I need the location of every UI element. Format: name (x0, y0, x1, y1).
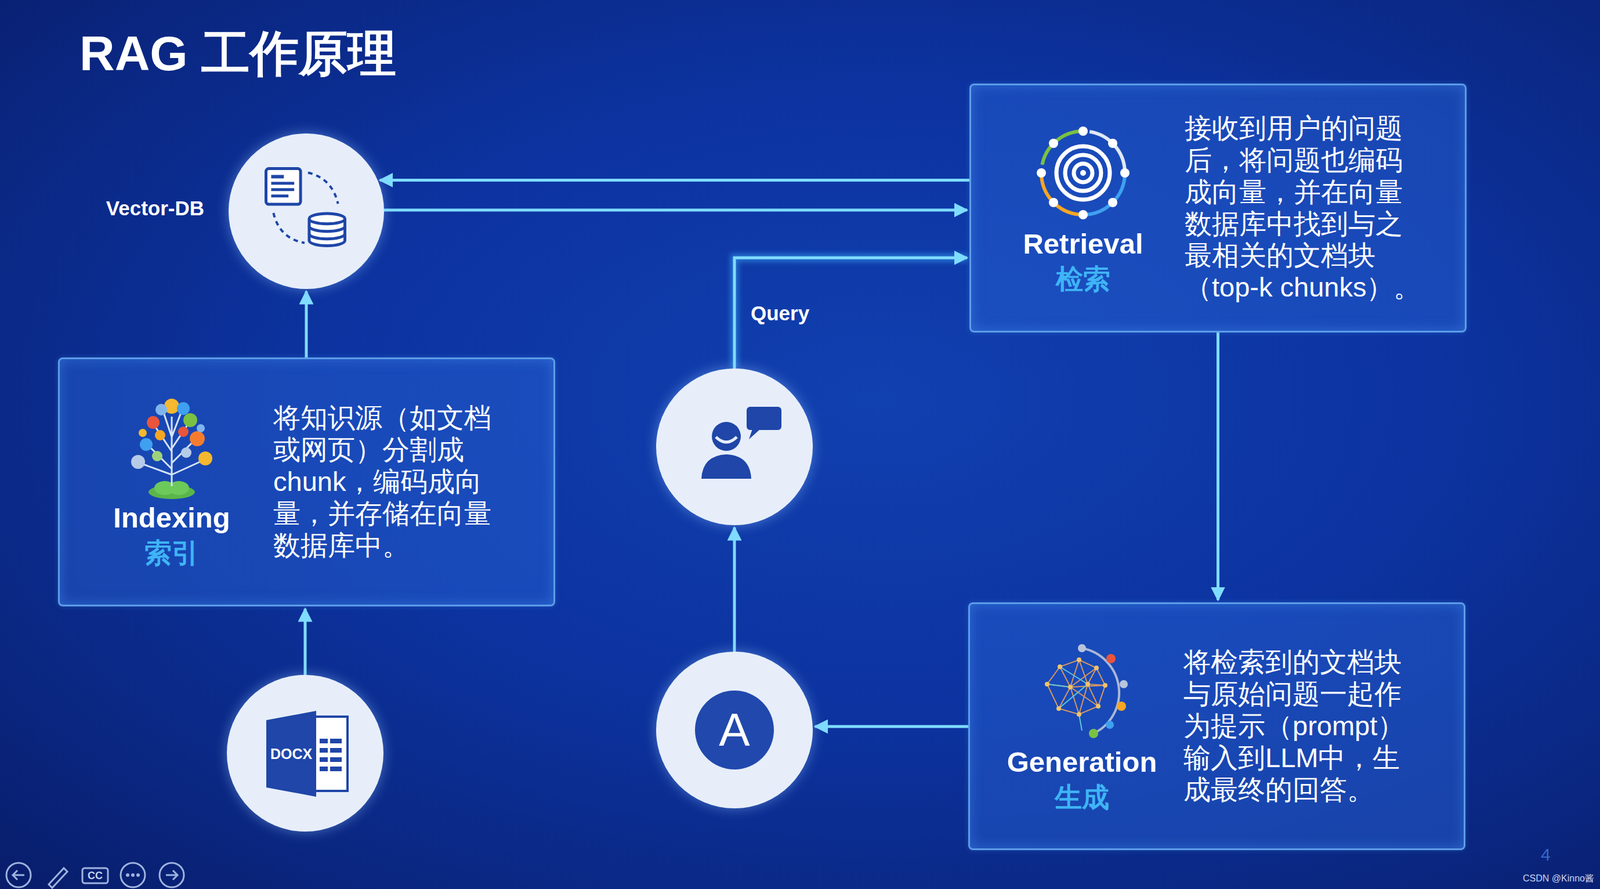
user-icon (656, 368, 813, 526)
connector-line (1216, 332, 1220, 600)
node-description: 将检索到的文档块 与原始问题一起作 为提示（prompt） 输入到LLM中，生 … (1183, 646, 1446, 806)
generation-box: Generation生成将检索到的文档块 与原始问题一起作 为提示（prompt… (968, 602, 1466, 850)
node-subheading: 生成 (1054, 779, 1110, 815)
connector-line (379, 178, 970, 182)
connector-glow (730, 527, 739, 652)
vector-db-circle: Vector-DB (228, 133, 385, 289)
target-icon (1025, 119, 1142, 227)
connector-arrow (734, 527, 736, 652)
node-subheading: 检索 (1055, 261, 1111, 297)
connector-line (305, 291, 309, 358)
connector-glow (384, 205, 968, 215)
connector-glow (379, 175, 970, 184)
edge-label: Query (750, 301, 810, 325)
watermark: CSDN @Kinno酱 (1522, 872, 1595, 885)
connector-line (733, 527, 737, 652)
indexing-box: Indexing索引将知识源（如文档 或网页）分割成 chunk，编码成向 量，… (58, 357, 556, 607)
box-icon (1025, 119, 1142, 227)
connector-arrow (1217, 332, 1219, 600)
connector-glow (301, 608, 310, 675)
connector-arrow (734, 257, 968, 369)
connector-line (734, 257, 968, 369)
node-heading: Retrieval (1022, 226, 1143, 262)
connector-glow (815, 722, 969, 731)
connector-glow (302, 291, 311, 358)
connector-line (303, 608, 307, 675)
slide-title: RAG 工作原理 (79, 20, 397, 88)
page-number: 4 (1540, 844, 1551, 865)
document-circle: DOCX (226, 674, 384, 832)
brain-icon (1023, 637, 1140, 745)
icon-column: Retrieval检索 (987, 119, 1179, 297)
connector-arrow (305, 608, 306, 675)
user-circle (656, 368, 813, 526)
node-heading: Generation (1007, 744, 1158, 780)
tree-icon (113, 393, 230, 501)
connector-arrow (815, 726, 969, 727)
connector-glow (734, 257, 968, 369)
database-icon (228, 133, 385, 289)
node-heading: Indexing (113, 500, 230, 535)
icon-column: Indexing索引 (75, 393, 268, 571)
answer-letter: A (656, 651, 813, 809)
box-icon (113, 393, 230, 501)
box-icon (1023, 637, 1140, 745)
connector-arrow (379, 179, 970, 181)
icon-column: Generation生成 (986, 637, 1178, 815)
file-type-label: DOCX (270, 745, 313, 763)
answer-circle: A (656, 651, 813, 809)
connector-line (815, 725, 969, 729)
node-description: 将知识源（如文档 或网页）分割成 chunk，编码成向 量，并存储在向量 数据库… (273, 402, 535, 562)
node-subheading: 索引 (144, 534, 199, 571)
retrieval-box: Retrieval检索接收到用户的问题 后，将问题也编码 成向量，并在向量 数据… (969, 83, 1467, 333)
connector-line (384, 208, 968, 212)
connector-glow (1214, 332, 1223, 600)
node-description: 接收到用户的问题 后，将问题也编码 成向量，并在向量 数据库中找到与之 最相关的… (1184, 112, 1447, 304)
connector-arrow (306, 291, 307, 358)
node-label: Vector-DB (106, 196, 205, 220)
connector-arrow (384, 210, 968, 211)
toolbar-button-label: CC (87, 869, 103, 882)
